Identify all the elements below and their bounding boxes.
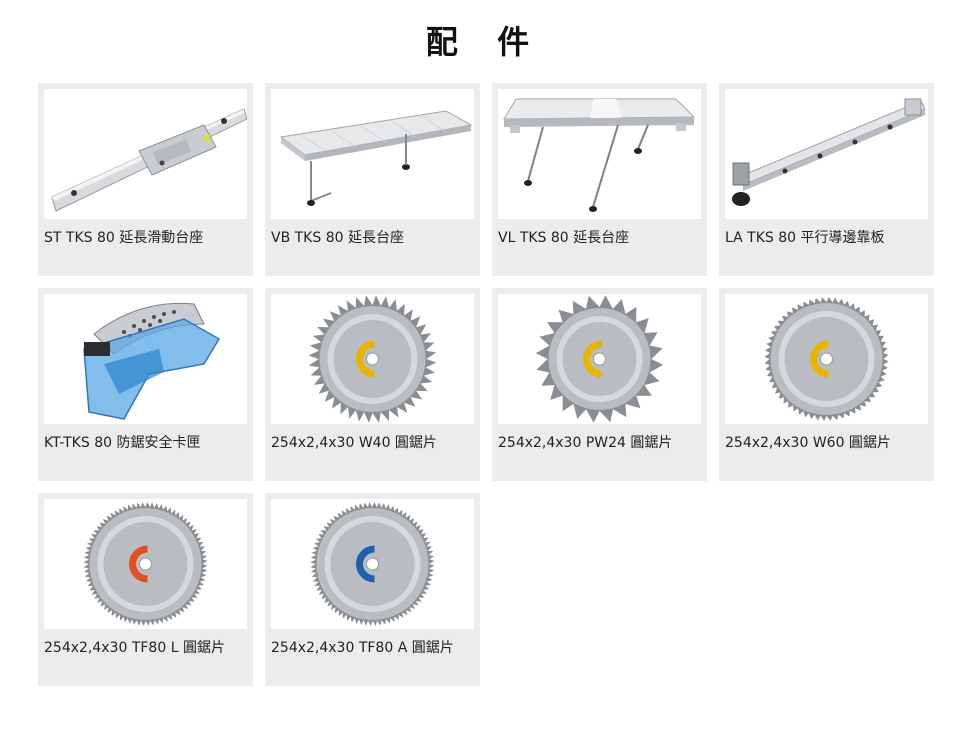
product-image[interactable] [498, 89, 701, 219]
product-image[interactable] [725, 89, 928, 219]
blade-accent-ring [810, 340, 829, 378]
sliding-table-icon [51, 108, 247, 212]
blade-accent-ring [129, 545, 148, 583]
product-label[interactable]: ST TKS 80 延長滑動台座 [44, 230, 204, 246]
product-image[interactable] [271, 89, 474, 219]
product-label[interactable]: 254x2,4x30 W40 圓鋸片 [271, 435, 437, 451]
blade-shine [97, 516, 194, 612]
blade-accent-ring [356, 545, 375, 583]
product-card-pw24-blade[interactable]: 254x2,4x30 PW24 圓鋸片 [492, 288, 707, 481]
product-card-w40-blade[interactable]: 254x2,4x30 W40 圓鋸片 [265, 288, 480, 481]
blade-shine [324, 516, 421, 612]
saw-blade-icon [535, 295, 664, 423]
saw-blade-icon [310, 502, 435, 626]
product-grid: ST TKS 80 延長滑動台座 [38, 83, 935, 686]
product-image[interactable] [271, 294, 474, 424]
blade-hub [139, 557, 152, 571]
product-label[interactable]: 254x2,4x30 TF80 A 圓鋸片 [271, 640, 454, 656]
product-card-vb-tks-80[interactable]: VB TKS 80 延長台座 [265, 83, 480, 276]
product-image[interactable] [498, 294, 701, 424]
product-image[interactable] [271, 499, 474, 629]
product-image[interactable] [44, 499, 247, 629]
product-card-tf80-a-blade[interactable]: 254x2,4x30 TF80 A 圓鋸片 [265, 493, 480, 686]
saw-blade-icon [83, 502, 208, 626]
product-card-vl-tks-80[interactable]: VL TKS 80 延長台座 [492, 83, 707, 276]
product-image[interactable] [44, 294, 247, 424]
extension-table-legs-icon [503, 98, 696, 212]
saw-blade-icon [764, 297, 889, 421]
product-card-kt-tks-80[interactable]: KT-TKS 80 防鋸安全卡匣 [38, 288, 253, 481]
blade-hub [366, 352, 379, 366]
blade-hub [820, 352, 833, 366]
extension-table-icon [279, 110, 473, 206]
product-card-w60-blade[interactable]: 254x2,4x30 W60 圓鋸片 [719, 288, 934, 481]
product-label[interactable]: 254x2,4x30 PW24 圓鋸片 [498, 435, 673, 451]
blade-shine [327, 314, 418, 404]
product-label[interactable]: VL TKS 80 延長台座 [498, 230, 630, 246]
parallel-fence-icon [732, 98, 926, 206]
product-label[interactable]: 254x2,4x30 TF80 L 圓鋸片 [44, 640, 225, 656]
page-title: 配 件 [425, 23, 544, 61]
product-card-tf80-l-blade[interactable]: 254x2,4x30 TF80 L 圓鋸片 [38, 493, 253, 686]
product-label[interactable]: KT-TKS 80 防鋸安全卡匣 [44, 435, 201, 451]
blade-shine [778, 311, 875, 407]
blade-hub [366, 557, 379, 571]
blade-accent-ring [356, 340, 375, 378]
product-image[interactable] [725, 294, 928, 424]
product-card-st-tks-80[interactable]: ST TKS 80 延長滑動台座 [38, 83, 253, 276]
product-label[interactable]: LA TKS 80 平行導邊靠板 [725, 230, 885, 246]
product-image[interactable] [44, 89, 247, 219]
blade-hub [593, 352, 606, 366]
safety-cartridge-icon [83, 302, 221, 420]
product-card-la-tks-80[interactable]: LA TKS 80 平行導邊靠板 [719, 83, 934, 276]
product-label[interactable]: 254x2,4x30 W60 圓鋸片 [725, 435, 891, 451]
blade-accent-ring [583, 340, 602, 378]
blade-shine [556, 316, 643, 402]
product-label[interactable]: VB TKS 80 延長台座 [271, 230, 404, 246]
saw-blade-icon [308, 295, 437, 423]
